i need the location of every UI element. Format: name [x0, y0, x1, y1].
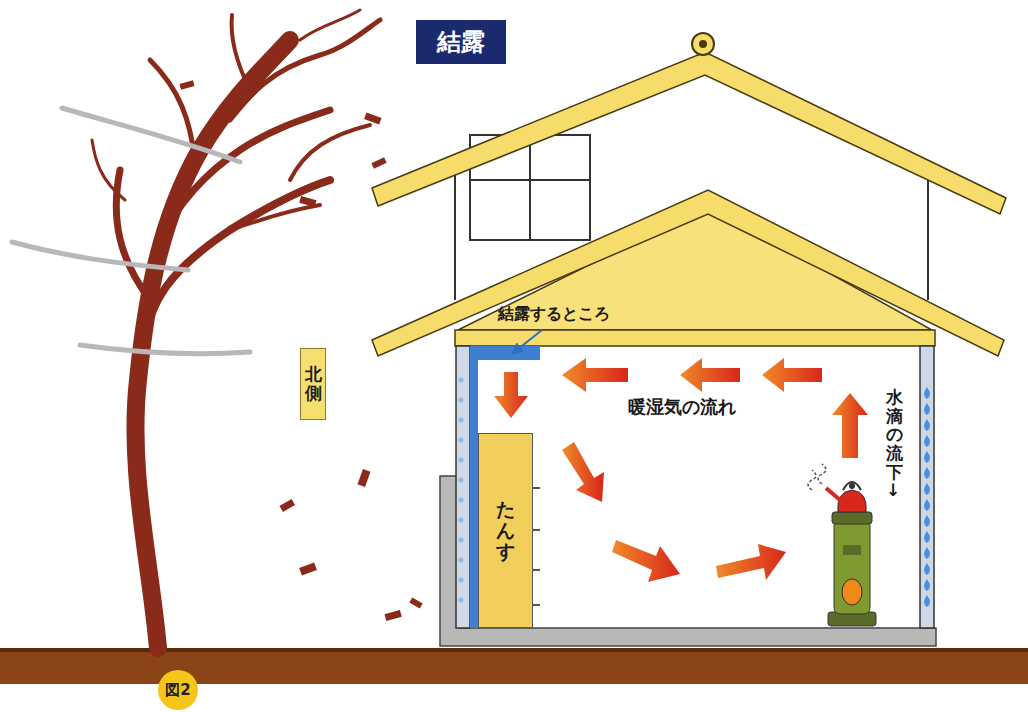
droplet	[924, 419, 930, 431]
droplet	[459, 498, 464, 503]
leader-line	[513, 330, 542, 353]
callout-label: 結露するところ	[498, 304, 610, 325]
droplet	[924, 579, 930, 591]
node-text: 北側	[305, 365, 322, 402]
kettle	[826, 482, 866, 512]
droplet	[924, 483, 930, 495]
title-text: 結露	[437, 28, 485, 56]
caption-text: 図2	[165, 681, 190, 700]
droplet	[459, 378, 464, 383]
steam	[808, 464, 826, 490]
chest-handles	[533, 488, 540, 605]
droplet	[459, 598, 464, 603]
droplet	[924, 499, 930, 511]
window-frame	[529, 135, 531, 240]
droplet	[459, 398, 464, 403]
droplet	[459, 438, 464, 443]
upper-wall	[927, 175, 929, 300]
water-droplets	[924, 387, 930, 607]
droplet	[924, 435, 930, 447]
droplet	[924, 467, 930, 479]
south-wall	[920, 346, 934, 628]
flow-label: 暖湿気の流れ	[628, 395, 736, 419]
droplet	[924, 547, 930, 559]
wall-droplets	[459, 378, 464, 603]
ridge-ornament	[699, 40, 707, 48]
title-box: 結露	[416, 20, 506, 64]
droplet	[459, 578, 464, 583]
upper-roof	[372, 52, 1006, 214]
north-wall	[456, 346, 470, 628]
droplet	[459, 458, 464, 463]
droplet	[459, 538, 464, 543]
droplet	[924, 563, 930, 575]
lower-roof	[372, 190, 1004, 356]
airflow-arrows	[494, 358, 868, 582]
droplet	[459, 478, 464, 483]
chest-box: たんす	[478, 433, 533, 628]
ridge-ornament	[692, 33, 714, 55]
droplet	[459, 558, 464, 563]
window-frame	[470, 179, 590, 181]
condensation-zone	[470, 346, 540, 628]
droplet	[924, 595, 930, 607]
side-label-box: 北側	[300, 348, 326, 420]
leaves	[179, 80, 422, 621]
wind-lines	[12, 108, 250, 354]
droplet	[924, 451, 930, 463]
droplet	[459, 418, 464, 423]
droplet	[924, 531, 930, 543]
droplet	[459, 518, 464, 523]
droplet	[924, 403, 930, 415]
droplet	[924, 515, 930, 527]
tree	[92, 10, 380, 648]
ceiling-beam	[455, 330, 935, 346]
upper-wall	[454, 175, 456, 300]
caption-badge: 図2	[158, 670, 198, 710]
droplet	[924, 387, 930, 399]
droplet-label: 水滴の流下↓	[886, 388, 903, 500]
node-text: たんす	[496, 499, 515, 562]
kerosene-stove	[828, 512, 876, 626]
